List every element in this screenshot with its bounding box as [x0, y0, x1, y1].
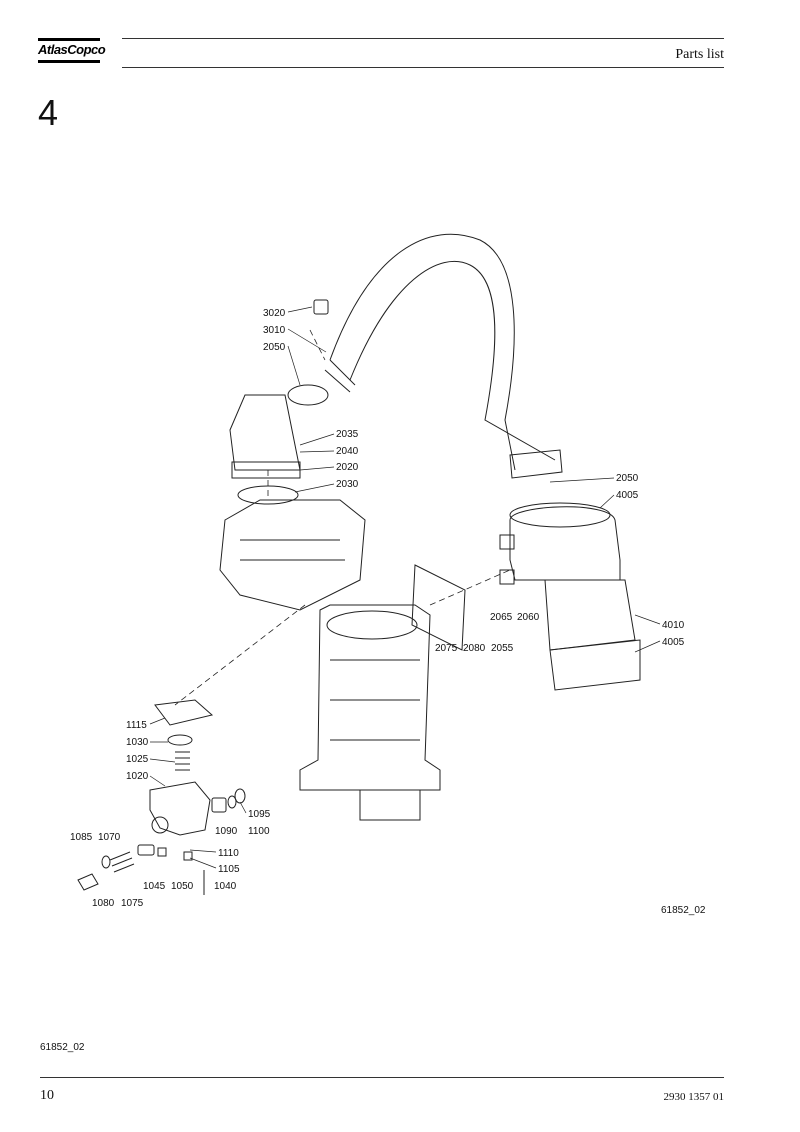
plug-1090 — [211, 797, 227, 813]
atlas-copco-logo: AtlasCopco — [38, 38, 106, 68]
section-number: 4 — [38, 92, 59, 133]
air-hose-inner — [349, 260, 556, 461]
logo-bar-bottom — [38, 60, 100, 63]
callout-1030: 1030 — [126, 737, 149, 748]
callout-4005-cover: 4005 — [662, 637, 685, 648]
callout-1075: 1075 — [121, 898, 144, 909]
callout-2080: 2080 — [463, 643, 486, 654]
callout-1115: 1115 — [126, 720, 147, 731]
callout-1100: 1100 — [248, 826, 270, 837]
logo-text: AtlasCopco — [38, 42, 106, 57]
filter-element-4010 — [544, 579, 636, 651]
piston-1070 — [137, 844, 155, 856]
compressor-element — [219, 499, 366, 611]
callout-labels: 3020 3010 2050 2035 2040 2020 2030 2050 … — [70, 308, 685, 909]
valve-body-1020 — [149, 781, 211, 836]
callout-1110: 1110 — [218, 848, 239, 859]
callout-2030: 2030 — [336, 479, 359, 490]
nut-1105 — [183, 851, 193, 861]
callout-4005: 4005 — [616, 490, 639, 501]
callout-1050: 1050 — [171, 881, 194, 892]
spring-1025 — [175, 751, 190, 771]
callout-1045: 1045 — [143, 881, 166, 892]
page-number: 10 — [40, 1088, 54, 1103]
header-rule-top — [122, 38, 724, 39]
vessel-base — [359, 789, 421, 821]
figure-reference: 61852_02 — [40, 1042, 85, 1053]
callout-2020: 2020 — [336, 462, 359, 473]
alignment-line-filter — [429, 569, 511, 606]
callout-4010: 4010 — [662, 620, 685, 631]
callout-2035: 2035 — [336, 429, 359, 440]
plug-1095 — [234, 788, 246, 804]
filter-cover-4005 — [549, 639, 641, 691]
unloader-housing — [229, 394, 301, 471]
logo-bar-top — [38, 38, 100, 41]
callout-1090: 1090 — [215, 826, 238, 837]
page-title: Parts list — [675, 47, 724, 62]
bracket-plate — [411, 564, 466, 651]
ring-1030 — [167, 734, 193, 746]
callout-3010: 3010 — [263, 325, 286, 336]
callout-1095: 1095 — [248, 809, 271, 820]
callout-1085: 1085 — [70, 832, 93, 843]
hose-cuff — [324, 359, 356, 393]
filter-clip-left-lower — [499, 569, 515, 585]
hose-end — [509, 449, 563, 479]
callout-2065: 2065 — [490, 612, 513, 623]
callout-2040: 2040 — [336, 446, 359, 457]
callout-2075: 2075 — [435, 643, 458, 654]
callout-1020: 1020 — [126, 771, 149, 782]
oil-vessel — [299, 604, 441, 791]
callout-2060: 2060 — [517, 612, 540, 623]
document-number: 2930 1357 01 — [663, 1091, 725, 1103]
valve-port — [151, 816, 169, 834]
callout-1025: 1025 — [126, 754, 149, 765]
spring-1075 — [109, 851, 135, 873]
callout-2055: 2055 — [491, 643, 514, 654]
air-hose-outer — [329, 233, 516, 471]
callout-1070: 1070 — [98, 832, 121, 843]
fitting-1080 — [77, 873, 99, 891]
callout-3020: 3020 — [263, 308, 286, 319]
alignment-line-cap — [309, 329, 326, 361]
washer-1085 — [101, 855, 111, 869]
hose-clamp — [287, 384, 329, 406]
nut-1045 — [157, 847, 167, 857]
air-filter-top — [509, 502, 611, 528]
drawing-code: 61852_02 — [661, 905, 706, 916]
vessel-opening — [326, 610, 418, 640]
air-filter-housing — [509, 506, 621, 581]
callout-2050-filter: 2050 — [616, 473, 639, 484]
callout-1080: 1080 — [92, 898, 115, 909]
filter-clip-left — [499, 534, 515, 550]
vessel-bands — [330, 659, 420, 741]
alignment-line-vessel — [174, 604, 306, 706]
cap-part — [313, 299, 329, 315]
callout-2050: 2050 — [263, 342, 286, 353]
element-ribs — [240, 539, 345, 561]
header-rule-bottom — [122, 67, 724, 68]
footer-rule — [40, 1077, 724, 1078]
callout-1105: 1105 — [218, 864, 240, 875]
seal-1100 — [227, 795, 237, 809]
gasket-1115 — [154, 699, 214, 726]
callout-1040: 1040 — [214, 881, 237, 892]
